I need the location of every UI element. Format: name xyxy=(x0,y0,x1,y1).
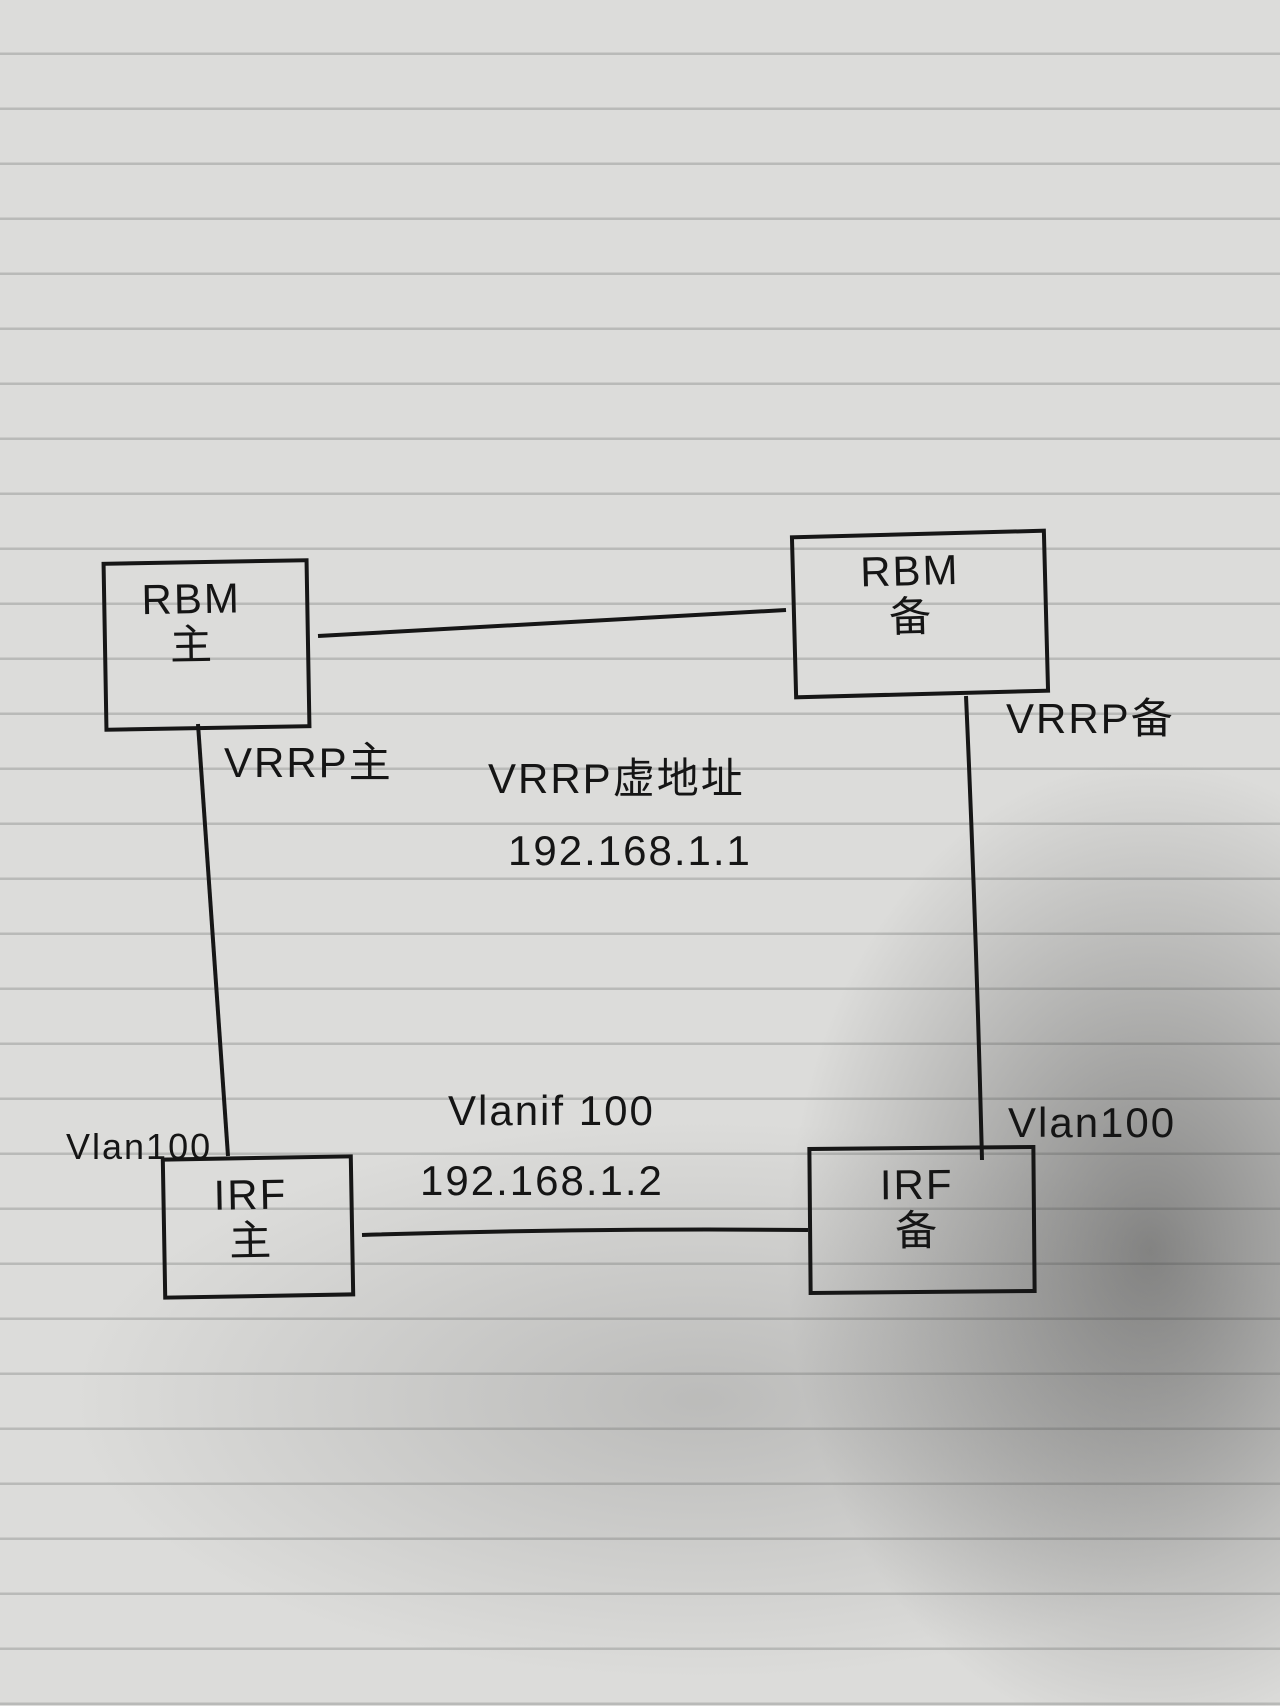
rbm-primary-name: RBM xyxy=(141,574,242,624)
irf-primary-node: IRF 主 xyxy=(160,1154,356,1300)
irf-primary-name: IRF xyxy=(213,1170,288,1219)
vrrp-primary-label: VRRP主 xyxy=(224,739,393,786)
link-rbm-primary-irf-primary xyxy=(196,723,230,1157)
rbm-primary-role: 主 xyxy=(169,620,215,669)
vrrp-virtual-ip: 192.168.1.1 xyxy=(508,827,752,874)
link-irf-primary-irf-backup xyxy=(361,1227,809,1237)
rbm-primary-label-group: RBM 主 xyxy=(116,574,268,670)
irf-primary-role: 主 xyxy=(228,1216,274,1265)
irf-backup-name: IRF xyxy=(879,1160,954,1209)
link-rbm-backup-irf-backup xyxy=(964,695,984,1161)
vlanif-ip: 192.168.1.2 xyxy=(420,1157,664,1204)
vrrp-backup-label: VRRP备 xyxy=(1006,695,1175,742)
rbm-backup-label-group: RBM 备 xyxy=(834,546,986,642)
vlan-left-label: Vlan100 xyxy=(66,1126,213,1167)
irf-primary-label-group: IRF 主 xyxy=(175,1170,327,1266)
vlan-right-label: Vlan100 xyxy=(1008,1099,1177,1146)
rbm-backup-role: 备 xyxy=(888,592,934,641)
vrrp-virtual-title: VRRP虚地址 xyxy=(488,755,745,802)
irf-backup-node: IRF 备 xyxy=(807,1145,1037,1295)
rbm-primary-node: RBM 主 xyxy=(101,558,312,732)
rbm-backup-node: RBM 备 xyxy=(789,528,1051,700)
vlanif-title: Vlanif 100 xyxy=(448,1087,655,1134)
rbm-backup-name: RBM xyxy=(859,545,961,596)
link-rbm-primary-rbm-backup xyxy=(317,608,787,638)
irf-backup-role: 备 xyxy=(894,1206,940,1255)
irf-backup-label-group: IRF 备 xyxy=(841,1160,992,1255)
